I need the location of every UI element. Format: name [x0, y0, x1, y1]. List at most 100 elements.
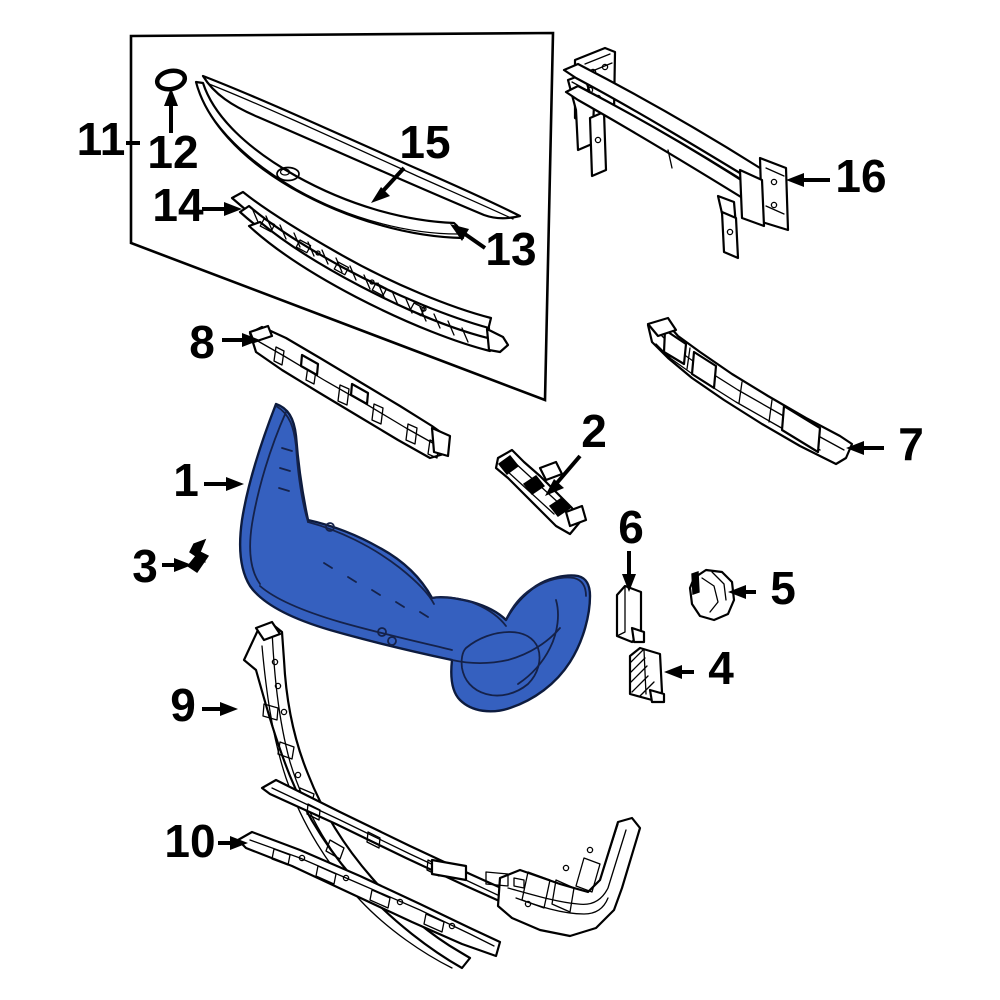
callout-14-label: 14	[152, 179, 204, 231]
reinforcement-bolt-hole-6	[770, 178, 778, 186]
grille-surround-trim-edge	[208, 83, 514, 220]
energy-absorber-block-2	[690, 350, 718, 390]
callout-3-label: 3	[132, 540, 158, 592]
callout-5-label: 5	[770, 562, 796, 614]
valance-blade-crease	[249, 839, 495, 947]
callout-12: 12	[147, 88, 199, 178]
callout-10: 10	[164, 815, 248, 867]
lower-cover-9-top-tab	[254, 620, 282, 642]
bumper-cover-tab-marks	[278, 447, 429, 618]
clip-3-detail	[195, 555, 206, 563]
part-bumper-cover-clip	[186, 538, 210, 573]
callout-7-arrowhead	[846, 441, 864, 455]
upper-retainer-end-right	[430, 426, 452, 458]
grille-lower-frame-end-tab	[485, 327, 510, 354]
part-lower-bumper-cover	[242, 620, 472, 970]
retainer-5-detail-2	[711, 571, 727, 601]
grille-assembly-group-box	[129, 31, 555, 402]
upper-retainer-crease	[255, 339, 439, 447]
grille-upper-molding-edge	[199, 94, 459, 235]
callout-14: 14	[152, 179, 242, 231]
group-box-outline	[129, 31, 555, 402]
callout-3-arrowhead	[174, 558, 192, 572]
part-front-bumper-cover-highlighted	[238, 402, 592, 713]
upper-retainer-slot-1	[299, 353, 320, 377]
callout-11: 11	[77, 113, 140, 165]
bracket-ribs	[505, 461, 563, 515]
bumper-cover-fog-upper	[451, 627, 561, 664]
callout-2-leader	[554, 454, 582, 486]
callout-8-arrowhead	[242, 333, 260, 347]
callout-13-arrowhead	[450, 224, 469, 241]
bumper-cover-fog-opening	[460, 631, 541, 697]
callout-15-arrowhead	[371, 187, 390, 203]
callout-16-label: 16	[835, 150, 886, 202]
bumper-cover-notch-edge	[505, 585, 537, 621]
part-bumper-cover-retainer-lower	[628, 646, 666, 704]
lower-cover-9-body	[242, 622, 472, 970]
callout-2-label: 2	[581, 405, 607, 457]
callout-6-arrowhead	[622, 574, 636, 592]
callout-16-arrowhead	[786, 173, 804, 187]
callout-2-arrowhead	[545, 479, 564, 496]
retainer-4-body	[628, 646, 664, 702]
bumper-cover-right-wing-edge	[533, 576, 587, 597]
lower-cover-9-crease-inner	[261, 645, 453, 969]
reinforcement-bolt-hole-8	[726, 228, 734, 236]
callout-11-label: 11	[77, 113, 126, 165]
part-bumper-energy-absorber	[646, 316, 854, 466]
valance-right-end-details	[485, 846, 601, 913]
callout-3: 3	[132, 540, 192, 592]
part-upper-bumper-cover-retainer	[248, 324, 452, 460]
reinforcement-bolt-hole-2	[601, 63, 609, 71]
upper-retainer-slot-2	[349, 382, 370, 406]
bumper-cover-right-crease	[517, 599, 559, 685]
callout-8: 8	[189, 316, 260, 368]
grille-molding-hole-inner	[279, 168, 291, 176]
retainer-5-flange	[691, 571, 700, 595]
part-grille-lower-frame	[230, 190, 510, 354]
reinforcement-center-tab	[667, 149, 673, 169]
callout-1-arrowhead	[226, 477, 244, 491]
reinforcement-bolt-hole-5	[586, 86, 594, 94]
callout-1-label: 1	[173, 454, 199, 506]
callout-13-label: 13	[485, 223, 536, 275]
callout-9-label: 9	[170, 679, 196, 731]
part-bumper-reinforcement-bar	[562, 46, 790, 260]
grille-lower-frame-detail-boxes	[259, 218, 427, 317]
callout-2: 2	[545, 405, 607, 496]
part-bumper-cover-spacer	[615, 584, 646, 644]
bumper-cover-center-edge	[431, 596, 507, 627]
reinforcement-right-plate-lines	[765, 167, 785, 215]
callout-5: 5	[728, 562, 796, 614]
retainer-4-edge	[643, 649, 647, 695]
bracket-lug-3	[548, 497, 572, 517]
callout-16: 16	[786, 150, 887, 202]
callout-13-leader	[460, 230, 487, 250]
retainer-5-detail-1	[701, 577, 719, 613]
bumper-cover-outline	[238, 402, 592, 713]
callout-13: 13	[450, 223, 537, 275]
part-grille-surround-trim	[201, 74, 522, 220]
grille-molding-hole-outer	[276, 166, 300, 182]
valance-blade-body	[236, 830, 502, 958]
lower-cover-9-crease-outer	[271, 629, 369, 897]
callout-9-arrowhead	[220, 702, 238, 716]
grille-emblem-grommet-body	[154, 68, 188, 92]
valance-center-slot	[430, 858, 468, 882]
callout-15-leader	[380, 166, 406, 194]
bracket-foot	[564, 504, 588, 528]
clip-3-body	[186, 538, 210, 573]
part-bumper-cover-retainer-side	[688, 568, 736, 622]
callout-14-arrowhead	[224, 202, 242, 216]
bumper-cover-sensor-holes	[325, 522, 397, 646]
callout-6: 6	[618, 501, 644, 592]
reinforcement-bolt-hole-4	[594, 136, 602, 144]
callout-10-arrowhead	[230, 836, 248, 850]
callout-9: 9	[170, 679, 238, 731]
energy-absorber-block-1	[662, 328, 688, 366]
bumper-cover-lower-lip	[259, 585, 453, 651]
part-grille-emblem-grommet	[154, 68, 188, 92]
part-bumper-cover-bracket	[494, 448, 588, 536]
